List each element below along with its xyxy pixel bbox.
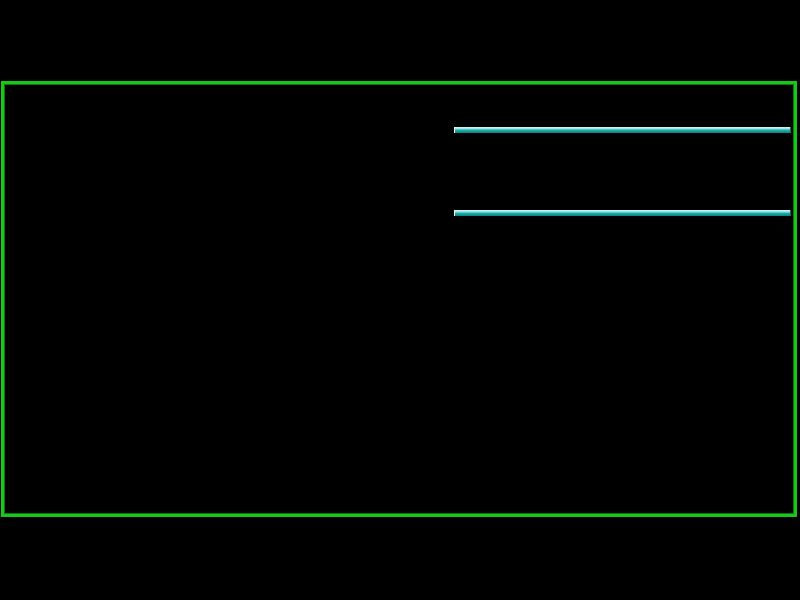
horizontal-divider-bar-top — [454, 127, 791, 133]
game-viewport-frame — [1, 81, 797, 517]
horizontal-divider-bar-bottom — [454, 210, 791, 216]
